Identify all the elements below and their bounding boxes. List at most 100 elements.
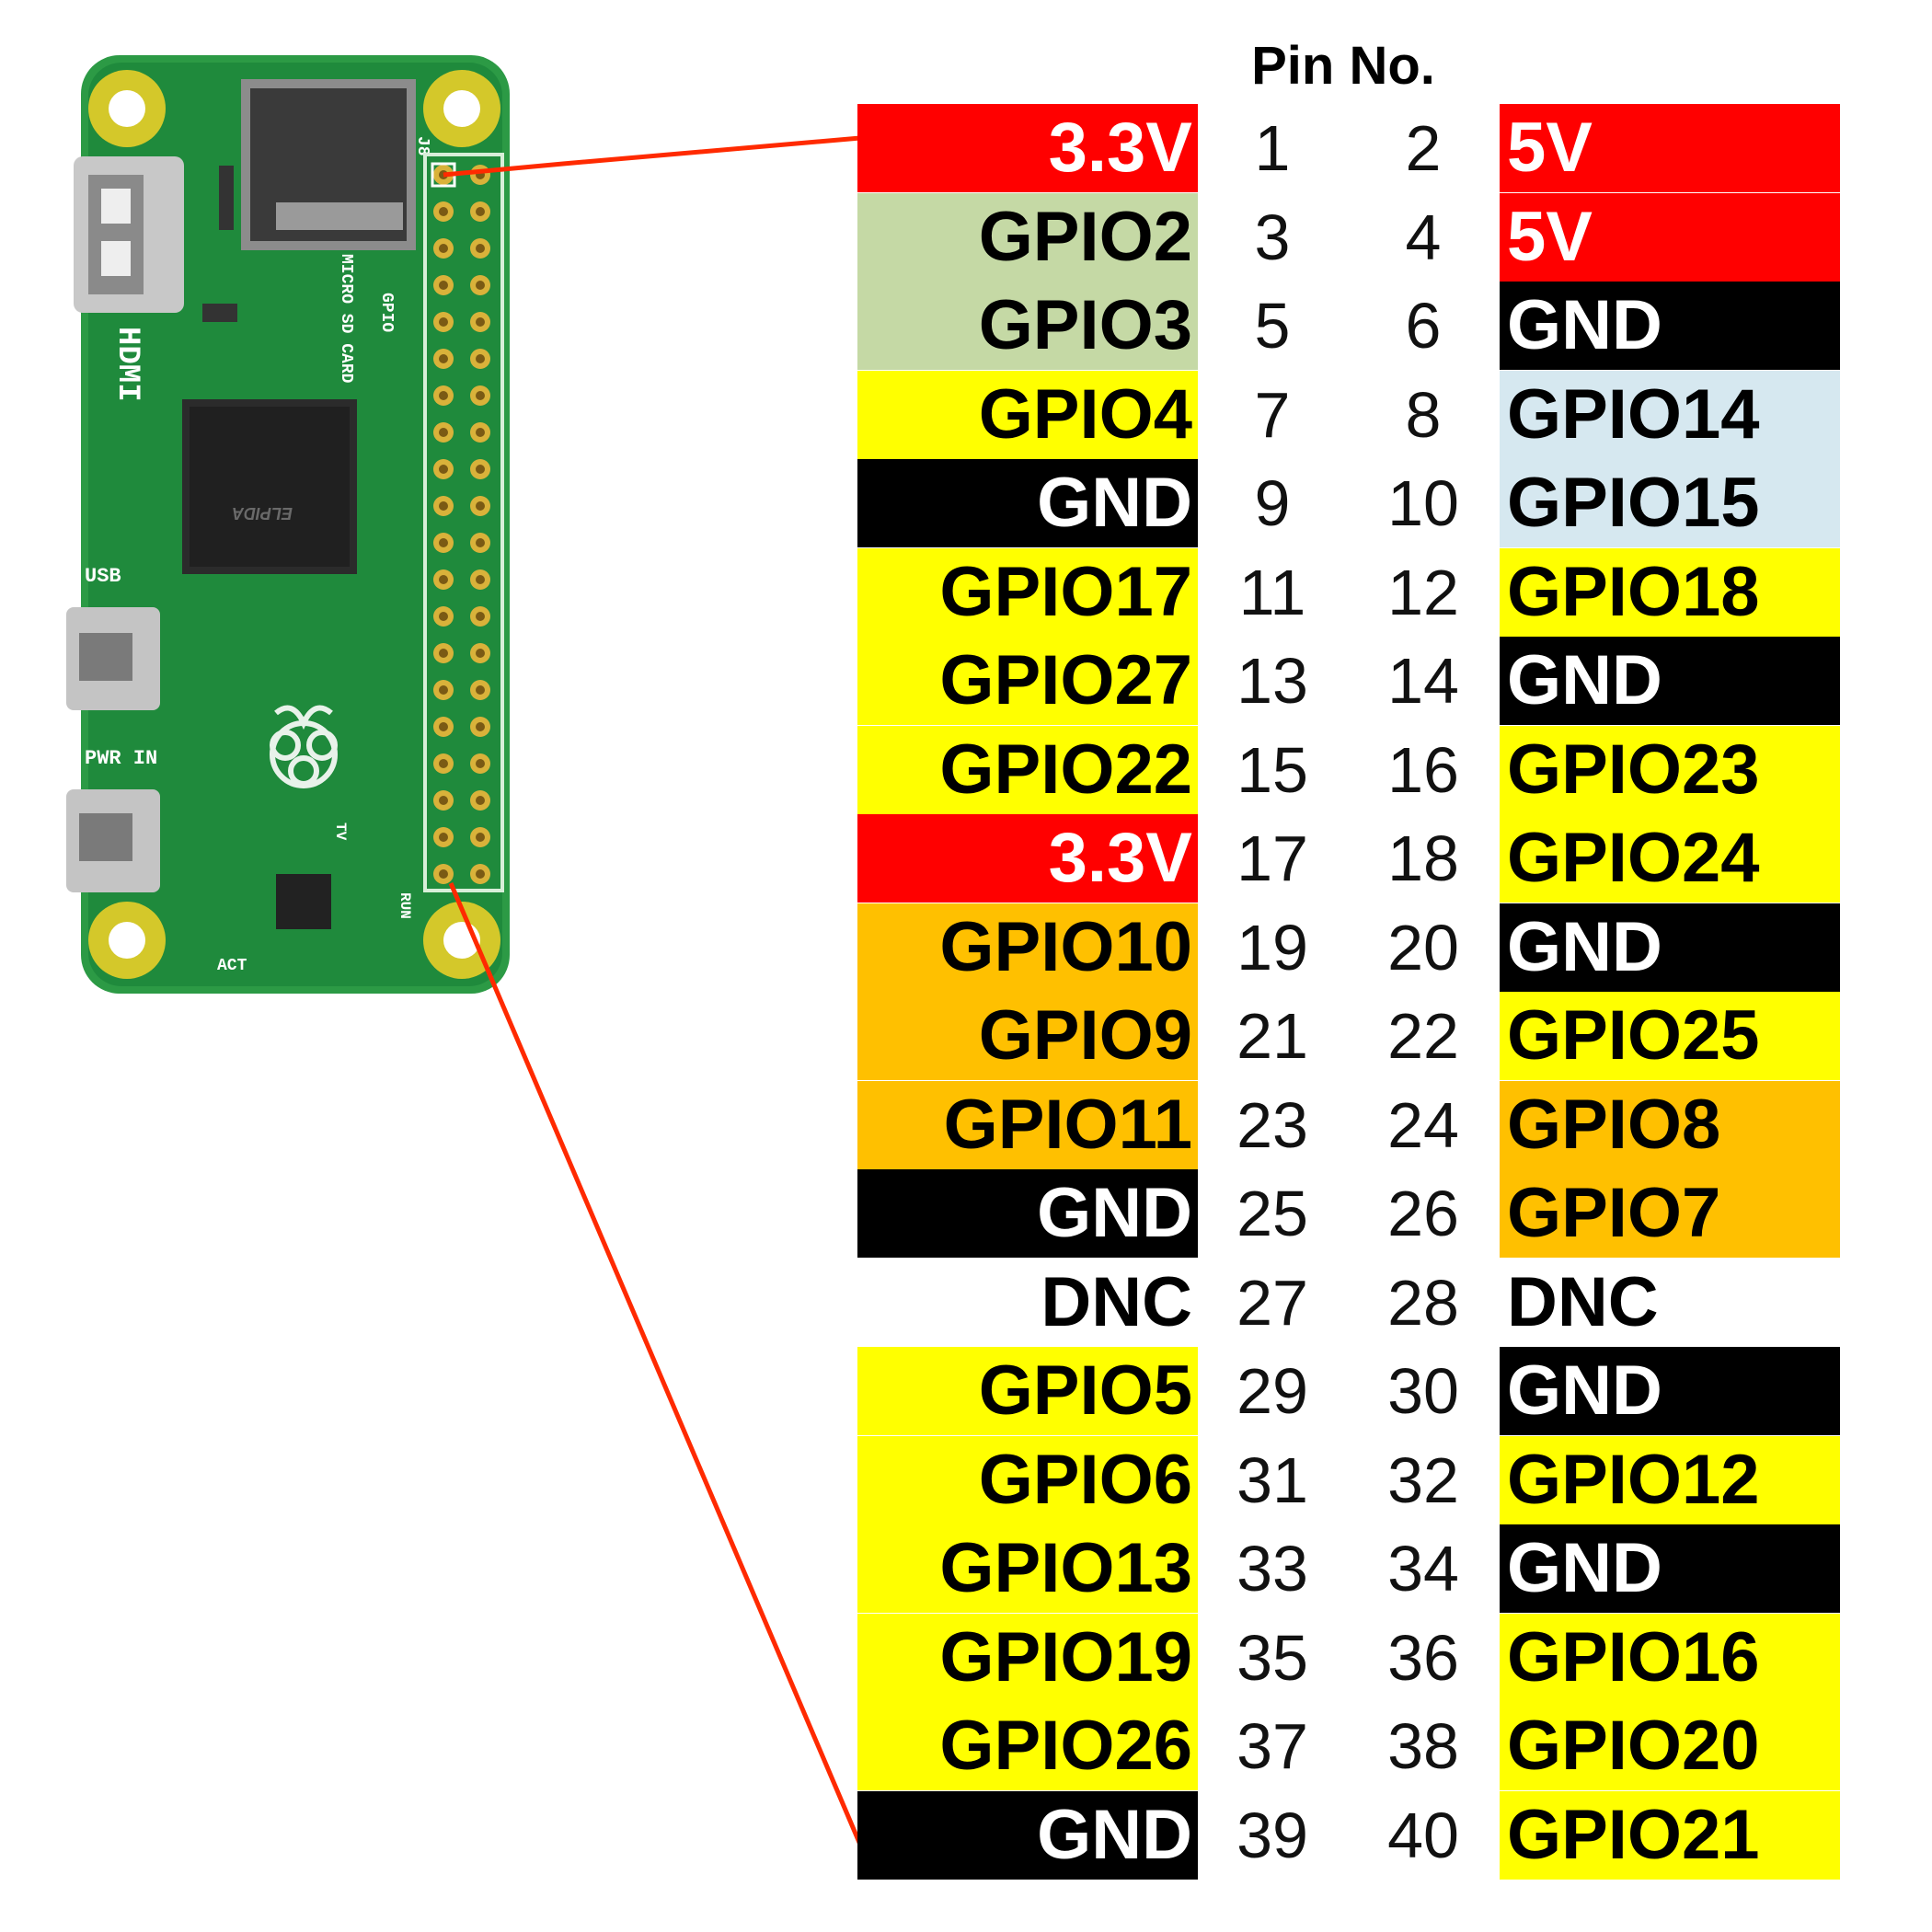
silk-act: ACT xyxy=(217,957,247,975)
pin-label-right: GND xyxy=(1500,903,1840,992)
gpio-header-pads xyxy=(431,162,490,884)
pin-number-even: 14 xyxy=(1387,645,1459,717)
header-pad-hole xyxy=(476,649,485,658)
pin-label-right: GPIO18 xyxy=(1500,548,1840,637)
pin-label-left: DNC xyxy=(857,1259,1198,1347)
header-pad-hole xyxy=(439,465,448,474)
pin-number-odd: 35 xyxy=(1236,1622,1308,1694)
header-pad-hole xyxy=(476,428,485,437)
pin-number-odd: 23 xyxy=(1236,1089,1308,1161)
pin-number-odd: 39 xyxy=(1236,1800,1308,1871)
pin-label-left: GPIO11 xyxy=(857,1081,1198,1169)
pin-label-right: GPIO21 xyxy=(1500,1791,1840,1880)
pin-label-left: GPIO9 xyxy=(857,992,1198,1080)
pin-label-right: GND xyxy=(1500,1347,1840,1435)
pin-number-odd: 15 xyxy=(1236,734,1308,806)
header-pad-hole xyxy=(439,575,448,584)
pin-number-even: 18 xyxy=(1387,822,1459,894)
pin-number-even: 10 xyxy=(1387,467,1459,539)
pin-number-odd: 19 xyxy=(1236,912,1308,983)
silk-elpida: ELPIDA xyxy=(232,504,293,523)
pin-number-odd: 29 xyxy=(1236,1355,1308,1427)
silk-pwr-in: PWR IN xyxy=(85,747,157,770)
pin-number-odd: 3 xyxy=(1254,201,1291,273)
pin-number-odd: 33 xyxy=(1236,1533,1308,1604)
pin-label-right: GPIO14 xyxy=(1500,371,1840,459)
silk-usb: USB xyxy=(85,565,121,588)
pin-number-header: Pin No. xyxy=(1251,36,1435,96)
pin-number-even: 28 xyxy=(1387,1267,1459,1339)
header-pad-hole xyxy=(476,465,485,474)
pin-number-even: 24 xyxy=(1387,1089,1459,1161)
pin-number-odd: 37 xyxy=(1236,1710,1308,1782)
pin-label-left: GPIO13 xyxy=(857,1524,1198,1613)
pin-label-left: 3.3V xyxy=(857,104,1198,192)
pin-number-even: 20 xyxy=(1387,912,1459,983)
pin-label-left: GPIO6 xyxy=(857,1436,1198,1524)
pin-label-right: GPIO25 xyxy=(1500,992,1840,1080)
pin-label-left: GPIO3 xyxy=(857,282,1198,370)
header-pad-hole xyxy=(439,281,448,290)
pin-number-odd: 11 xyxy=(1238,557,1306,628)
pin-number-odd: 25 xyxy=(1236,1178,1308,1249)
power-port xyxy=(66,789,160,892)
header-pad-hole xyxy=(476,244,485,253)
pin-label-left: GND xyxy=(857,1169,1198,1258)
pin-label-right: GND xyxy=(1500,282,1840,370)
header-pad-hole xyxy=(476,869,485,879)
header-pad-hole xyxy=(476,685,485,695)
pin-number-even: 32 xyxy=(1387,1444,1459,1516)
header-pad-hole xyxy=(439,354,448,363)
header-pad-hole xyxy=(439,869,448,879)
pin-number-even: 2 xyxy=(1405,112,1442,184)
header-pad-hole xyxy=(476,281,485,290)
header-pad-hole xyxy=(439,207,448,216)
hdmi-connector xyxy=(74,156,184,313)
pin-label-left: GPIO2 xyxy=(857,193,1198,282)
header-pad-hole xyxy=(476,612,485,621)
pin-number-even: 6 xyxy=(1405,290,1442,362)
pin-label-left: GPIO10 xyxy=(857,903,1198,992)
pin-number-odd: 9 xyxy=(1254,467,1291,539)
silk-tv: TV xyxy=(332,822,349,841)
pin-label-right: GPIO12 xyxy=(1500,1436,1840,1524)
pin-number-even: 8 xyxy=(1405,379,1442,451)
header-pad-hole xyxy=(476,354,485,363)
pin-label-right: GPIO7 xyxy=(1500,1169,1840,1258)
pin-number-odd: 31 xyxy=(1236,1444,1308,1516)
pin-label-left: GPIO27 xyxy=(857,637,1198,725)
pin-label-right: GND xyxy=(1500,637,1840,725)
header-pad-hole xyxy=(476,759,485,768)
pin-label-right: 5V xyxy=(1500,104,1840,192)
pin-number-even: 30 xyxy=(1387,1355,1459,1427)
header-pad-hole xyxy=(439,391,448,400)
pin-number-even: 26 xyxy=(1387,1178,1459,1249)
pin-number-even: 38 xyxy=(1387,1710,1459,1782)
pin-number-even: 36 xyxy=(1387,1622,1459,1694)
usb-port xyxy=(66,607,160,710)
pin-label-right: GPIO8 xyxy=(1500,1081,1840,1169)
sd-card-slot xyxy=(241,79,416,250)
header-pad-hole xyxy=(476,207,485,216)
header-pad-hole xyxy=(439,317,448,327)
header-pad-hole xyxy=(439,759,448,768)
pin-number-even: 34 xyxy=(1387,1533,1459,1604)
silk-j8: J8 xyxy=(413,136,431,156)
header-pad-hole xyxy=(439,501,448,511)
pin-label-right: GND xyxy=(1500,1524,1840,1613)
pin-number-even: 12 xyxy=(1387,557,1459,628)
pin-number-even: 16 xyxy=(1387,734,1459,806)
header-pad-hole xyxy=(439,428,448,437)
header-pad-hole xyxy=(439,833,448,842)
silk-run: RUN xyxy=(397,892,413,919)
pin-label-right: GPIO23 xyxy=(1500,726,1840,814)
pin-number-odd: 17 xyxy=(1236,822,1308,894)
header-pad-hole xyxy=(439,538,448,547)
header-pad-hole xyxy=(476,575,485,584)
gpio-header-outline xyxy=(423,153,504,892)
pin-label-right: 5V xyxy=(1500,193,1840,282)
pin-label-left: GPIO17 xyxy=(857,548,1198,637)
pin-number-even: 22 xyxy=(1387,1000,1459,1072)
